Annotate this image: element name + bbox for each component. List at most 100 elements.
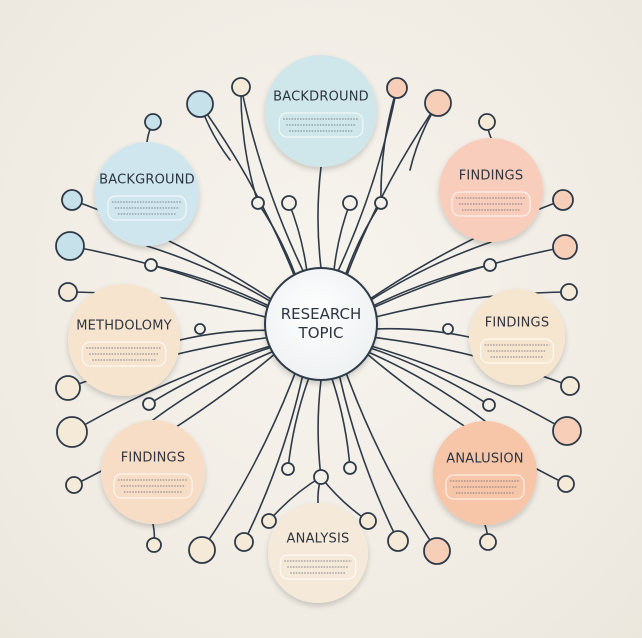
topic-node-findings-left-bottom xyxy=(101,420,205,524)
small-circle-node xyxy=(560,283,578,301)
small-circle-node xyxy=(560,376,580,396)
topic-nodes xyxy=(68,55,565,603)
node-highlight-box xyxy=(278,112,364,138)
connector-line xyxy=(331,378,351,469)
small-circle-node xyxy=(56,416,88,448)
node-label-findings-right-top: FINDINGS xyxy=(458,168,524,184)
small-circle-node xyxy=(552,234,578,260)
node-label-findings-right-mid: FINDINGS xyxy=(484,315,550,331)
connector-line xyxy=(71,345,271,433)
node-label-findings-left-bottom: FINDINGS xyxy=(120,450,186,466)
node-highlight-box xyxy=(451,191,531,217)
connector-line xyxy=(373,246,566,308)
connector-line xyxy=(367,353,567,485)
connector-line xyxy=(67,291,267,318)
connector-line xyxy=(73,353,275,486)
small-circle-node xyxy=(144,258,158,272)
topic-node-analusion xyxy=(433,421,537,525)
connector-line xyxy=(375,327,470,338)
node-highlight-box xyxy=(279,554,357,580)
node-label-methodology: METHDOLOMY xyxy=(76,318,172,334)
small-circle-node xyxy=(359,512,377,530)
node-label-analysis: ANALYSIS xyxy=(286,531,350,547)
small-circle-node xyxy=(142,397,156,411)
small-circle-node xyxy=(55,231,85,261)
small-circle-node xyxy=(552,189,574,211)
connector-line xyxy=(199,103,295,276)
connector-line xyxy=(179,329,267,341)
small-circle-node xyxy=(146,537,162,553)
connector-line xyxy=(345,202,382,275)
connector-line xyxy=(243,376,304,543)
connector-line xyxy=(346,102,439,276)
small-circle-node xyxy=(478,113,496,131)
small-circle-node xyxy=(442,323,454,335)
small-circle-node xyxy=(342,195,358,211)
small-circle-node xyxy=(423,537,451,565)
topic-node-background-left xyxy=(95,142,199,246)
connector-line xyxy=(240,86,304,272)
small-circle-node xyxy=(343,461,357,475)
connector-line xyxy=(148,346,272,405)
small-circle-node xyxy=(251,196,265,210)
connector-line xyxy=(371,345,568,432)
connector-line xyxy=(240,86,259,204)
topic-node-background-top xyxy=(265,55,377,167)
small-circle-node xyxy=(186,90,214,118)
node-highlight-box xyxy=(81,341,167,367)
center-label-line1: RESEARCH xyxy=(280,305,362,323)
node-highlight-box xyxy=(107,195,187,221)
connector-line xyxy=(337,87,398,272)
small-circle-node xyxy=(58,282,78,302)
connector-line xyxy=(375,291,570,318)
small-circle-node xyxy=(55,375,81,401)
topic-node-findings-right-top xyxy=(439,138,543,242)
small-circle-node xyxy=(483,258,497,272)
connector-line xyxy=(146,245,271,302)
small-circle-nodes xyxy=(55,77,582,565)
connector-line xyxy=(368,351,486,422)
center-label-line2: TOPIC xyxy=(298,324,344,342)
small-circle-node xyxy=(144,113,162,131)
connector-line xyxy=(69,245,269,309)
connector-line xyxy=(380,87,398,204)
connector-line xyxy=(333,202,351,271)
connector-line xyxy=(370,241,492,301)
small-circle-node xyxy=(234,532,254,552)
small-circle-node xyxy=(65,476,83,494)
small-circle-node xyxy=(424,89,452,117)
small-circle-node xyxy=(188,536,216,564)
small-circle-node xyxy=(194,323,206,335)
small-circle-node xyxy=(552,416,582,446)
small-circle-node xyxy=(374,196,388,210)
small-circle-node xyxy=(281,462,295,476)
small-circle-node xyxy=(557,475,575,493)
small-circle-node xyxy=(61,189,83,211)
connector-line xyxy=(338,375,399,542)
topic-node-analysis xyxy=(268,503,368,603)
center-label: RESEARCH TOPIC xyxy=(281,305,362,343)
small-circle-node xyxy=(482,398,496,412)
center-node xyxy=(264,267,378,381)
node-highlight-box xyxy=(445,474,525,500)
connector-line xyxy=(152,350,274,421)
connector-line xyxy=(317,166,322,269)
node-highlight-box xyxy=(480,338,555,364)
node-highlight-box xyxy=(113,473,193,499)
connector-line xyxy=(370,347,490,406)
node-label-background-left: BACKGROUND xyxy=(99,172,195,188)
small-circle-node xyxy=(281,195,297,211)
connector-line xyxy=(201,372,296,551)
small-circle-node xyxy=(387,530,409,552)
small-circle-node xyxy=(479,533,497,551)
topic-node-findings-right-mid xyxy=(469,289,565,385)
topic-node-methodology xyxy=(68,284,180,396)
connector-line xyxy=(345,373,438,552)
node-label-analusion: ANALUSION xyxy=(446,451,524,467)
connector-line xyxy=(287,377,310,470)
small-circle-node xyxy=(386,77,408,99)
connector-line xyxy=(317,379,322,478)
small-circle-node xyxy=(261,513,277,529)
